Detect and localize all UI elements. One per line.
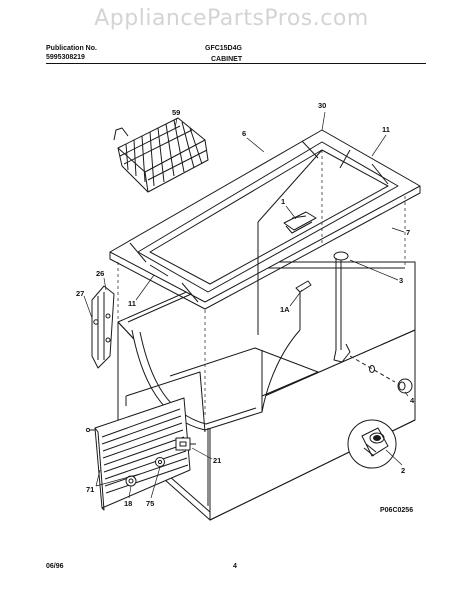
- watermark-text: AppliancePartsPros.com: [94, 6, 369, 31]
- drain-plug: [349, 355, 413, 394]
- lid-hinge: [91, 285, 115, 369]
- leader-lines: [83, 111, 409, 499]
- footer-page-number: 4: [233, 563, 237, 570]
- callout-71: 71: [86, 485, 94, 494]
- callout-4: 4: [410, 396, 415, 405]
- callout-27: 27: [76, 289, 84, 298]
- callout-6: 6: [242, 129, 246, 138]
- callout-26: 26: [96, 269, 104, 278]
- callout-7: 7: [406, 228, 410, 237]
- model-number: GFC15D4G: [205, 45, 242, 52]
- hinge-clip: [295, 280, 312, 293]
- callout-2: 2: [401, 466, 405, 475]
- lid-frame: [109, 129, 421, 335]
- callout-75: 75: [146, 499, 154, 508]
- diagram-code: P06C0256: [380, 507, 414, 514]
- detail-circle: [347, 419, 397, 469]
- footer-date: 06/96: [46, 563, 64, 570]
- callout-numbers: 59 30 6 11 1 7 3 26 27 11 1A 4 21 71 2 1…: [76, 101, 415, 508]
- extension-lines: [117, 150, 406, 418]
- header-rule: [46, 63, 426, 64]
- temperature-control: [175, 437, 196, 451]
- callout-11-top: 11: [382, 125, 390, 134]
- callout-3: 3: [399, 276, 403, 285]
- wire-basket: [113, 117, 209, 193]
- callout-18: 18: [124, 499, 132, 508]
- lid-handle: [283, 211, 317, 234]
- lock-cylinder: [361, 427, 389, 457]
- callout-11-left: 11: [128, 299, 136, 308]
- drain-cap: [333, 251, 351, 363]
- front-grille: [85, 371, 206, 511]
- callout-59: 59: [172, 108, 180, 117]
- callout-1: 1: [281, 197, 285, 206]
- publication-label: Publication No.: [46, 45, 97, 52]
- callout-21: 21: [213, 456, 221, 465]
- section-title: CABINET: [211, 56, 243, 63]
- callout-30: 30: [318, 101, 326, 110]
- publication-number: 5995308219: [46, 54, 85, 61]
- callout-1a: 1A: [280, 305, 290, 314]
